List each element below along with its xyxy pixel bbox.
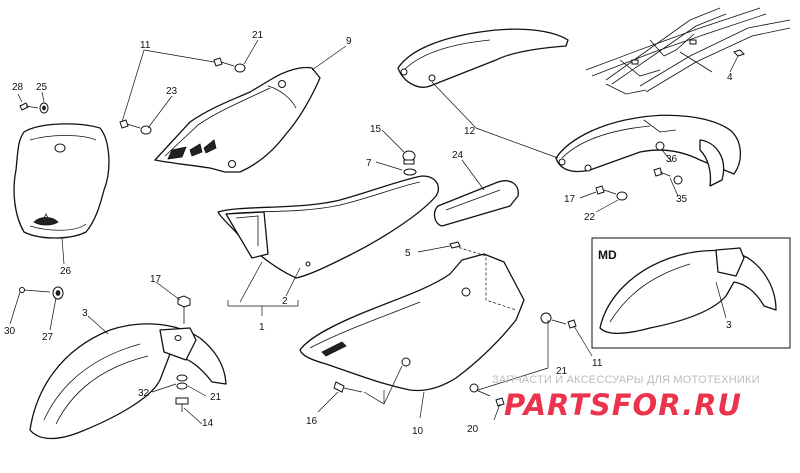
frame-sketch [585, 7, 791, 95]
right-side-panel-10 [299, 245, 525, 392]
callout: 28 [12, 82, 24, 93]
callout: 21 [210, 392, 222, 403]
callout: 11 [592, 358, 603, 369]
callout: 16 [306, 416, 318, 427]
callout: 17 [564, 194, 576, 205]
seat-2 [217, 175, 439, 279]
callout: 22 [584, 212, 596, 223]
callout: 1 [259, 322, 265, 333]
callout: 3 [82, 308, 88, 319]
callout: 21 [556, 366, 568, 377]
mud-flap-24 [433, 180, 519, 227]
bolt-4 [733, 49, 745, 57]
rear-fender-top [397, 28, 569, 88]
rear-fender-mounted [555, 114, 741, 187]
callout: 27 [42, 332, 54, 343]
callout: 10 [412, 426, 424, 437]
callout: 21 [252, 30, 264, 41]
washer-25 [39, 102, 49, 114]
callout: 3 [726, 320, 732, 331]
seat-bolt-15-7 [402, 150, 417, 176]
callout: 30 [4, 326, 16, 337]
callout: 24 [452, 150, 464, 161]
callout: 11 [140, 40, 151, 51]
callout: 14 [202, 418, 214, 429]
front-fender-left [29, 323, 227, 440]
watermark-caption: ЗАПЧАСТИ И АКСЕССУАРЫ ДЛЯ МОТОТЕХНИКИ [492, 374, 760, 386]
number-plate-26 [13, 123, 110, 239]
bolt-11-bottom [119, 119, 152, 135]
bolt-16 [333, 381, 363, 393]
callout: 4 [727, 72, 733, 83]
md-inset: MD [591, 237, 791, 349]
md-inset-label: MD [598, 248, 617, 262]
bolt-28 [19, 102, 39, 111]
bolt-32-14 [175, 374, 189, 412]
callout: 20 [467, 424, 479, 435]
callout: 36 [666, 154, 678, 165]
callout: 32 [138, 388, 150, 399]
watermark-logo: PARTSFOR.RU [504, 388, 742, 422]
leader-lines [9, 39, 739, 425]
left-side-panel-9 [154, 66, 321, 173]
callout: 35 [676, 194, 688, 205]
bolt-21-11-right [540, 312, 577, 329]
callout: 25 [36, 82, 48, 93]
callout: 2 [282, 296, 288, 307]
bolt-30-27 [19, 286, 64, 300]
callout: 23 [166, 86, 178, 97]
callout: 17 [150, 274, 162, 285]
callout: 5 [405, 248, 411, 259]
bolt-5 [449, 241, 461, 249]
bolt-20-11 [469, 383, 505, 407]
callout: 9 [346, 36, 352, 47]
callout: 7 [366, 158, 372, 169]
bolt-17-front [177, 295, 191, 324]
callout-numbers: 1 2 3 3 4 5 7 9 10 11 11 12 14 15 16 17 … [4, 30, 733, 437]
bolt-17-22 [595, 185, 628, 201]
bolt-11-top [213, 57, 246, 73]
callout: 26 [60, 266, 72, 277]
callout: 15 [370, 124, 382, 135]
callout: 12 [464, 126, 476, 137]
bolt-35-36 [653, 141, 683, 185]
